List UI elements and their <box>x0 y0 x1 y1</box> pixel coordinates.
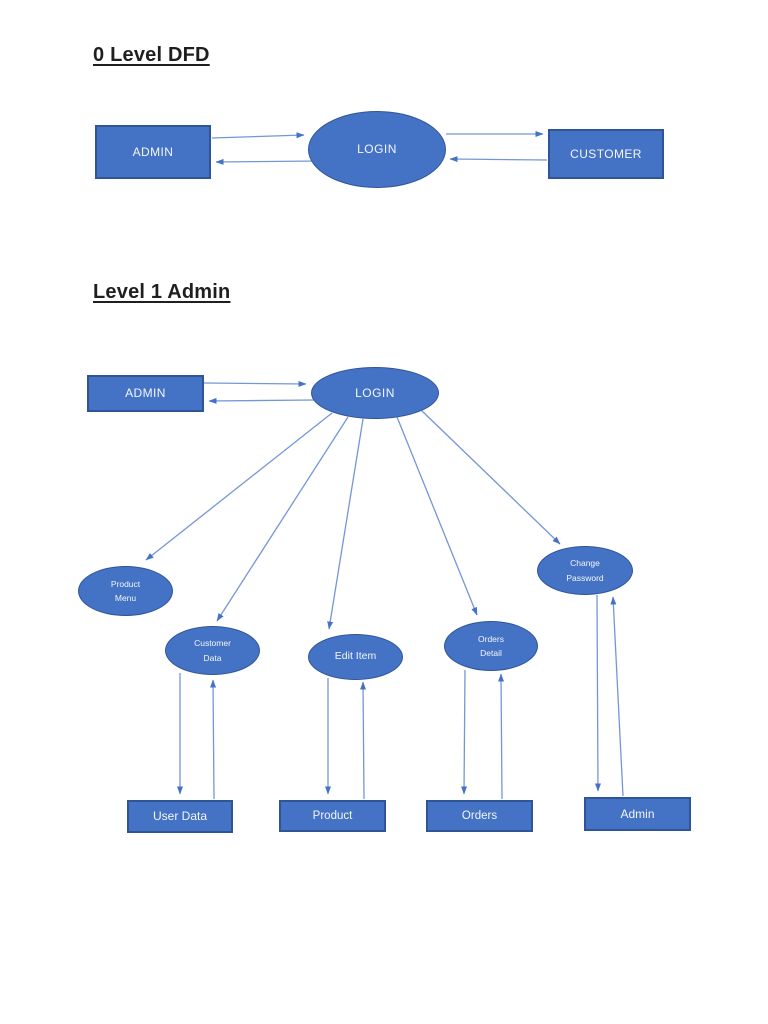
flow-login-to-edit-item <box>327 418 364 630</box>
datastore-admin: Admin <box>584 797 691 831</box>
flow-login-to-orders-detail <box>396 416 478 616</box>
process-orders-detail-label-line1: Orders <box>478 633 504 644</box>
flow-user-data-to-customer-data <box>210 679 217 800</box>
process-login-level1: LOGIN <box>311 367 439 419</box>
flow-admin2-to-login2 <box>203 380 307 387</box>
flow-change-password-to-admin-store <box>594 594 601 792</box>
entity-admin-level1: ADMIN <box>87 375 204 412</box>
flow-orders-detail-to-orders <box>461 669 468 795</box>
flow-login2-to-admin2 <box>208 397 315 404</box>
section-title-0-level-dfd: 0 Level DFD <box>93 44 210 66</box>
entity-admin-label: ADMIN <box>132 144 174 159</box>
flow-admin-to-login <box>211 132 305 139</box>
flow-login-to-change-password <box>420 409 561 545</box>
flow-customer-to-login <box>449 156 548 163</box>
process-change-password-label-line2: Password <box>566 572 604 583</box>
process-customer-data: Customer Data <box>165 626 260 675</box>
process-orders-detail: Orders Detail <box>444 621 538 671</box>
flow-login-to-admin <box>215 158 319 165</box>
process-product-menu-label-line2: Menu <box>114 593 137 603</box>
process-product-menu: Product Menu <box>78 566 173 616</box>
datastore-orders: Orders <box>426 800 533 832</box>
process-login-label: LOGIN <box>357 142 397 156</box>
process-customer-data-label-line1: Customer <box>194 638 231 649</box>
datastore-admin-label: Admin <box>620 806 655 821</box>
datastore-orders-label: Orders <box>461 809 498 822</box>
datastore-product: Product <box>279 800 386 832</box>
process-change-password: Change Password <box>537 546 633 595</box>
datastore-user-data: User Data <box>127 800 233 833</box>
process-change-password-label-line1: Change <box>570 558 600 569</box>
flow-product-to-edit-item <box>360 681 367 800</box>
entity-admin: ADMIN <box>95 125 211 179</box>
flow-login-to-product-menu <box>145 412 333 561</box>
section-title-level-1-admin: Level 1 Admin <box>93 281 231 303</box>
entity-admin-level1-label: ADMIN <box>125 386 166 400</box>
process-customer-data-label-line2: Data <box>203 652 222 663</box>
datastore-product-label: Product <box>312 809 353 822</box>
process-edit-item-label: Edit Item <box>334 650 377 663</box>
process-product-menu-label-line1: Product <box>110 578 141 589</box>
process-edit-item: Edit Item <box>308 634 403 680</box>
flow-orders-to-orders-detail <box>498 673 505 800</box>
flow-admin-store-to-change-password <box>610 596 624 797</box>
process-login-level1-label: LOGIN <box>355 385 395 400</box>
entity-customer-label: CUSTOMER <box>570 146 642 161</box>
datastore-user-data-label: User Data <box>152 809 208 823</box>
entity-customer: CUSTOMER <box>548 129 664 179</box>
flow-login-to-customer-data <box>216 416 349 622</box>
process-login: LOGIN <box>308 111 446 188</box>
process-orders-detail-label-line2: Detail <box>480 648 502 658</box>
